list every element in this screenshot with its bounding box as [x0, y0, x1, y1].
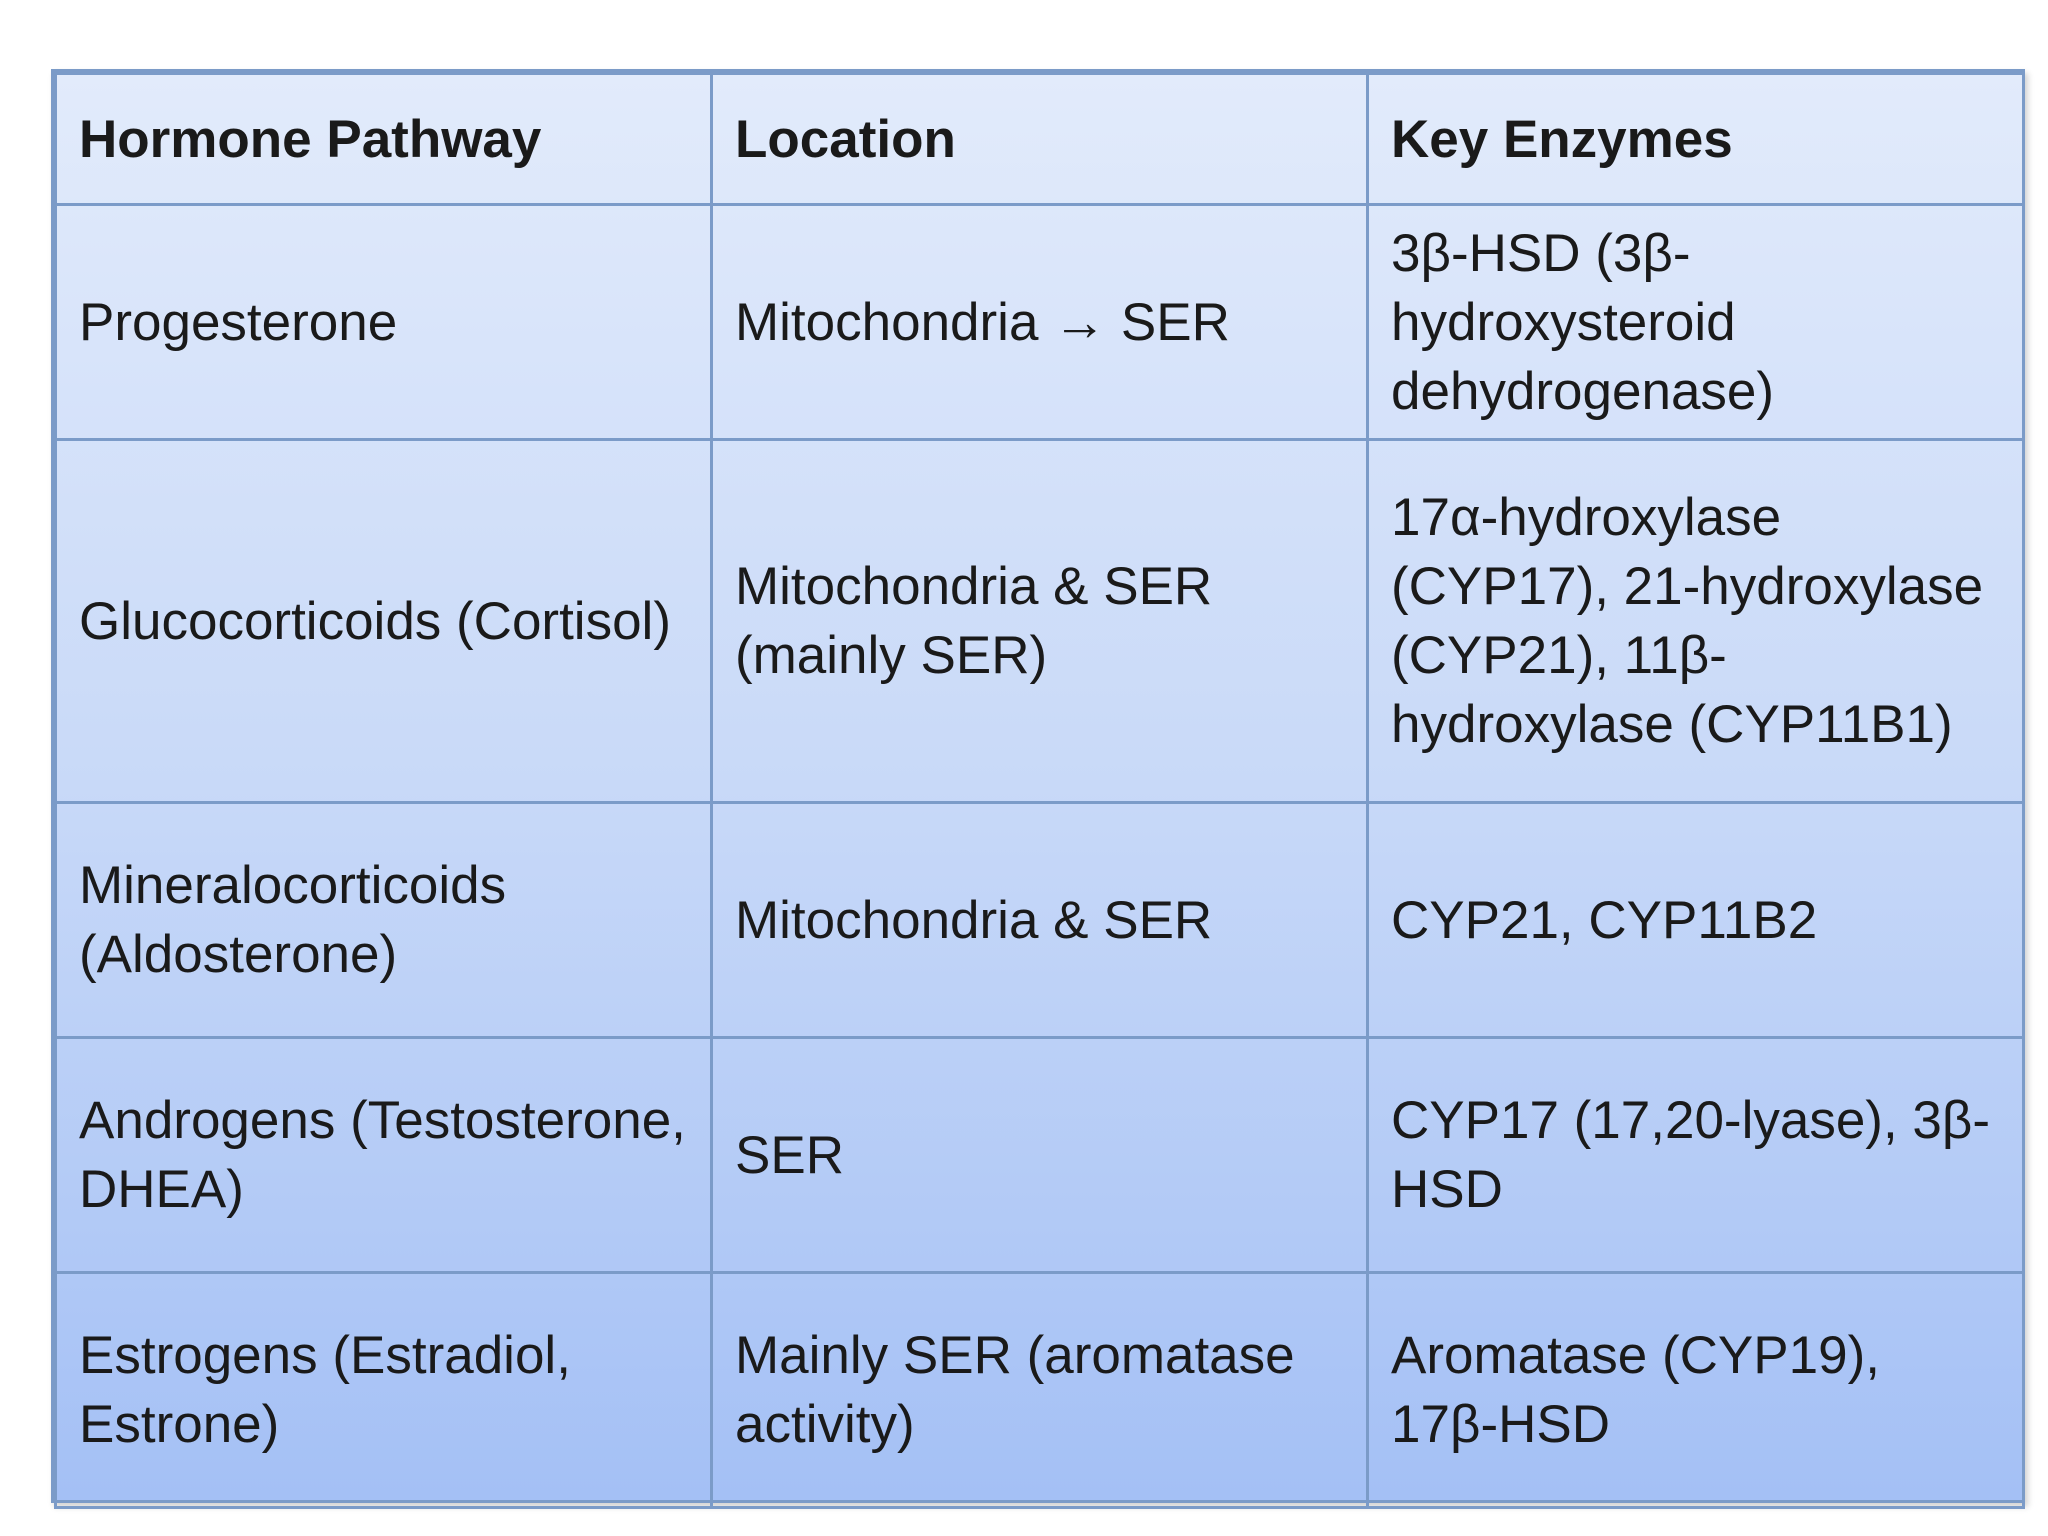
- header-key-enzymes: Key Enzymes: [1366, 72, 2025, 206]
- cell-key-enzymes: CYP21, CYP11B2: [1366, 801, 2025, 1039]
- cell-hormone-pathway: Progesterone: [54, 203, 713, 441]
- cell-location: Mitochondria → SER: [710, 203, 1369, 441]
- cell-location: Mitochondria & SER: [710, 801, 1369, 1039]
- cell-location: Mainly SER (aromatase activity): [710, 1271, 1369, 1509]
- table-row: Estrogens (Estradiol, Estrone) Mainly SE…: [54, 1271, 2025, 1509]
- cell-hormone-pathway: Mineralocorticoids (Aldosterone): [54, 801, 713, 1039]
- hormone-pathway-table: Hormone Pathway Location Key Enzymes Pro…: [51, 69, 2025, 1509]
- table-row: Progesterone Mitochondria → SER 3β-HSD (…: [54, 203, 2025, 441]
- header-hormone-pathway: Hormone Pathway: [54, 72, 713, 206]
- header-location: Location: [710, 72, 1369, 206]
- cell-key-enzymes: CYP17 (17,20-lyase), 3β-HSD: [1366, 1036, 2025, 1274]
- cell-key-enzymes: Aromatase (CYP19), 17β-HSD: [1366, 1271, 2025, 1509]
- table-row: Mineralocorticoids (Aldosterone) Mitocho…: [54, 801, 2025, 1039]
- table-header-row: Hormone Pathway Location Key Enzymes: [54, 72, 2025, 206]
- table-grid: Hormone Pathway Location Key Enzymes Pro…: [54, 72, 2025, 1509]
- cell-hormone-pathway: Estrogens (Estradiol, Estrone): [54, 1271, 713, 1509]
- cell-key-enzymes: 17α-hydroxylase (CYP17), 21-hydroxylase …: [1366, 438, 2025, 804]
- cell-location: SER: [710, 1036, 1369, 1274]
- cell-location: Mitochondria & SER (mainly SER): [710, 438, 1369, 804]
- cell-hormone-pathway: Glucocorticoids (Cortisol): [54, 438, 713, 804]
- table-row: Androgens (Testosterone, DHEA) SER CYP17…: [54, 1036, 2025, 1274]
- cell-hormone-pathway: Androgens (Testosterone, DHEA): [54, 1036, 713, 1274]
- cell-key-enzymes: 3β-HSD (3β-hydroxysteroid dehydrogenase): [1366, 203, 2025, 441]
- table-row: Glucocorticoids (Cortisol) Mitochondria …: [54, 438, 2025, 804]
